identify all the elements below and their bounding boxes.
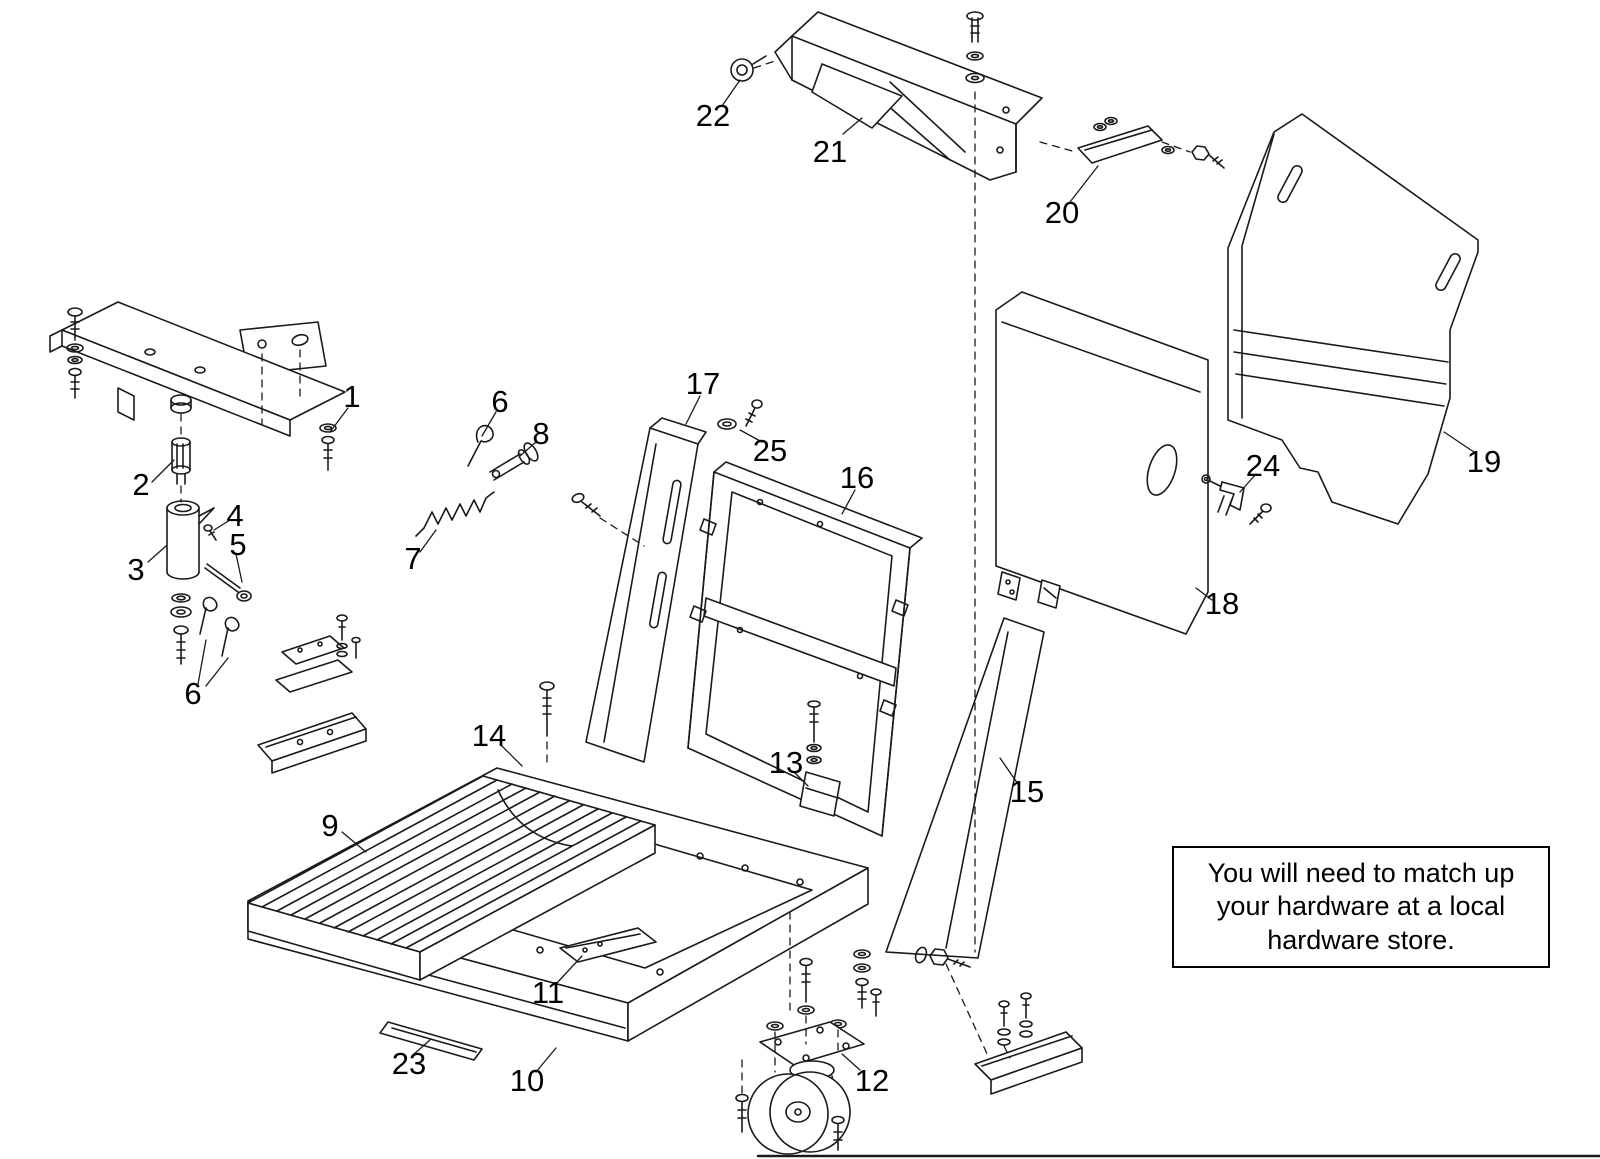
- frame-corner-hardware: [853, 949, 882, 1017]
- part-label-18: 18: [1204, 586, 1240, 621]
- part-22-bushing: [730, 55, 767, 82]
- part-18-side-panel: [995, 291, 1209, 635]
- construction-dashed-lines: [180, 59, 1191, 1095]
- part-12-caster: [735, 957, 865, 1155]
- part-label-1: 1: [343, 379, 361, 414]
- part-label-17: 17: [685, 366, 721, 401]
- part-7-spring: [415, 491, 495, 537]
- part-label-7: 7: [404, 541, 422, 576]
- part-label-12: 12: [854, 1063, 890, 1098]
- part-label-21: 21: [812, 134, 848, 169]
- part-label-2: 2: [132, 467, 150, 502]
- leader-lines: [147, 79, 1475, 1073]
- part-label-24: 24: [1245, 448, 1281, 483]
- part-label-15: 15: [1009, 774, 1045, 809]
- part-15-right-upright: [885, 571, 1061, 959]
- hardware-note-box: You will need to match up your hardware …: [1172, 846, 1550, 968]
- part-9-ribbed-mat: [247, 775, 656, 981]
- part-label-23: 23: [391, 1046, 427, 1081]
- part-label-8: 8: [532, 416, 550, 451]
- part-label-3: 3: [127, 552, 145, 587]
- part-2-standoff: [170, 394, 192, 485]
- part-label-6: 6: [184, 676, 202, 711]
- part-label-10: 10: [509, 1063, 545, 1098]
- part-14-deck-plate: [497, 681, 573, 847]
- part-5-washer-rod: [204, 563, 252, 602]
- part-label-6: 6: [491, 384, 509, 419]
- part-6-cotter-pin-upper: [467, 424, 494, 467]
- part-label-4: 4: [226, 498, 244, 533]
- part-4-set-screw: [203, 524, 217, 541]
- part-label-5: 5: [229, 527, 247, 562]
- part-1-screw: [319, 423, 337, 471]
- part-label-14: 14: [471, 718, 507, 753]
- part-label-20: 20: [1044, 195, 1080, 230]
- part-16-back-frame: [687, 461, 923, 837]
- part-23-strip: [379, 1021, 483, 1061]
- part-11-plate: [559, 927, 657, 963]
- part-24-latch: [1201, 474, 1272, 525]
- right-rail-bracket: [914, 946, 1083, 1095]
- part-25-washer-screw: [571, 399, 763, 517]
- part-3-cylinder: [166, 500, 215, 665]
- hardware-note-text: You will need to match up your hardware …: [1207, 857, 1515, 955]
- part-13-bracket: [799, 700, 841, 817]
- part-label-16: 16: [839, 460, 875, 495]
- part-17-left-upright: [585, 417, 707, 763]
- part-label-19: 19: [1466, 444, 1502, 479]
- part-20-bracket: [1077, 116, 1225, 169]
- beam-mount-hardware: [965, 11, 985, 84]
- part-8-clevis-pin: [489, 442, 539, 481]
- mount-bracket-assembly: [49, 301, 346, 437]
- left-rail-bracket: [257, 614, 367, 774]
- part-19-rear-panel: [1227, 113, 1479, 525]
- part-label-25: 25: [752, 433, 788, 468]
- part-label-9: 9: [321, 808, 339, 843]
- part-label-13: 13: [768, 745, 804, 780]
- part-label-22: 22: [695, 98, 731, 133]
- part-label-11: 11: [531, 975, 565, 1010]
- part-6-cotter-pins: [199, 596, 240, 657]
